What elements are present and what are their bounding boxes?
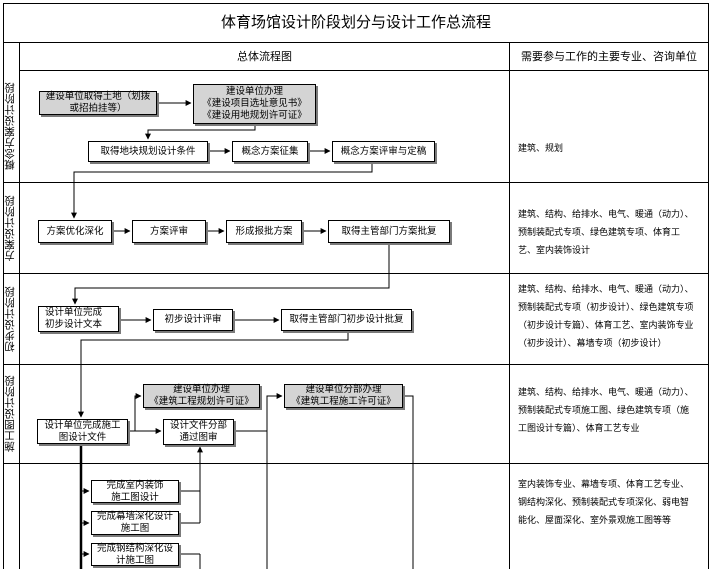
node-site-permit: 建设单位办理 《建设项目选址意见书》 《建设用地规划许可证》 [193, 84, 316, 124]
units-concept: 建筑、规划 [518, 144, 564, 154]
node-cd-docs: 设计单位完成施工 图设计文件 [37, 419, 128, 444]
deepening-branches [81, 488, 90, 557]
arrow-scheme-to-prelim [72, 243, 390, 305]
node-plan-permit: 建设单位办理 《建筑工程规划许可证》 [143, 384, 260, 408]
node-construct-permit: 建设单位分部办理 《建筑工程施工许可证》 [284, 384, 403, 408]
units-deepening: 室内装饰专业、幕墙专项、体育工艺专业、钢结构深化、预制装配式专项深化、弱电智能化… [518, 480, 690, 526]
node-land: 建设单位取得土地（划拨或招拍挂等） [39, 91, 157, 115]
node-curtain-cd: 完成幕墙深化设计 施工图 [91, 511, 179, 535]
node-prelim-review: 初步设计评审 [153, 309, 233, 331]
arrow-concept-to-scheme [71, 162, 373, 219]
node-concept-review: 概念方案评审与定稿 [332, 141, 435, 162]
node-scheme-optimize: 方案优化深化 [38, 220, 112, 243]
node-concept-collect: 概念方案征集 [232, 141, 308, 162]
node-planning-conditions: 取得地块规划设计条件 [88, 141, 208, 162]
page-title: 体育场馆设计阶段划分与设计工作总流程 [220, 12, 491, 31]
units-scheme: 建筑、结构、给排水、电气、暖通（动力）、预制装配式专项、绿色建筑专项、体育工艺、… [518, 210, 694, 256]
phase-label-concept: 概念方案设计阶段 [4, 82, 16, 170]
node-interior-cd: 完成室内装饰 施工图设计 [91, 480, 179, 503]
line-construct-permit-down [403, 395, 414, 569]
node-prelim-approval: 取得主管部门初步设计批复 [281, 309, 412, 331]
units-construction: 建筑、结构、给排水、电气、暖通（动力）、预制装配式专项施工图、绿色建筑专项（施工… [518, 388, 694, 434]
table-grid [3, 3, 709, 569]
arrow-review-to-construct-permit [234, 393, 283, 432]
column-header-units: 需要参与工作的主要专业、咨询单位 [521, 50, 697, 63]
column-header-flow: 总体流程图 [237, 50, 292, 63]
arrow-prelim-to-cd [78, 331, 349, 418]
phase-label-scheme: 方案设计阶段 [4, 194, 16, 261]
arrow-cd-to-plan-permit [128, 393, 142, 432]
phase-label-prelim: 初步设计阶段 [4, 285, 16, 352]
node-scheme-report: 形成报批方案 [226, 220, 302, 243]
phase-label-construction: 施工图设计阶段 [4, 375, 16, 452]
node-scheme-review: 方案评审 [132, 220, 206, 243]
node-cd-review: 设计文件分部 通过图审 [163, 419, 234, 445]
units-prelim: 建筑、结构、给排水、电气、暖通（动力）、预制装配式专项（初步设计）、绿色建筑专项… [518, 285, 694, 349]
flow-connectors [71, 100, 414, 569]
node-steel-cd: 完成钢结构深化设 计施工图 [91, 543, 179, 566]
node-scheme-approval: 取得主管部门方案批复 [328, 220, 450, 243]
node-prelim-doc: 设计单位完成 初步设计文本 [38, 306, 119, 332]
arrow-permit-to-conditions [145, 124, 256, 140]
